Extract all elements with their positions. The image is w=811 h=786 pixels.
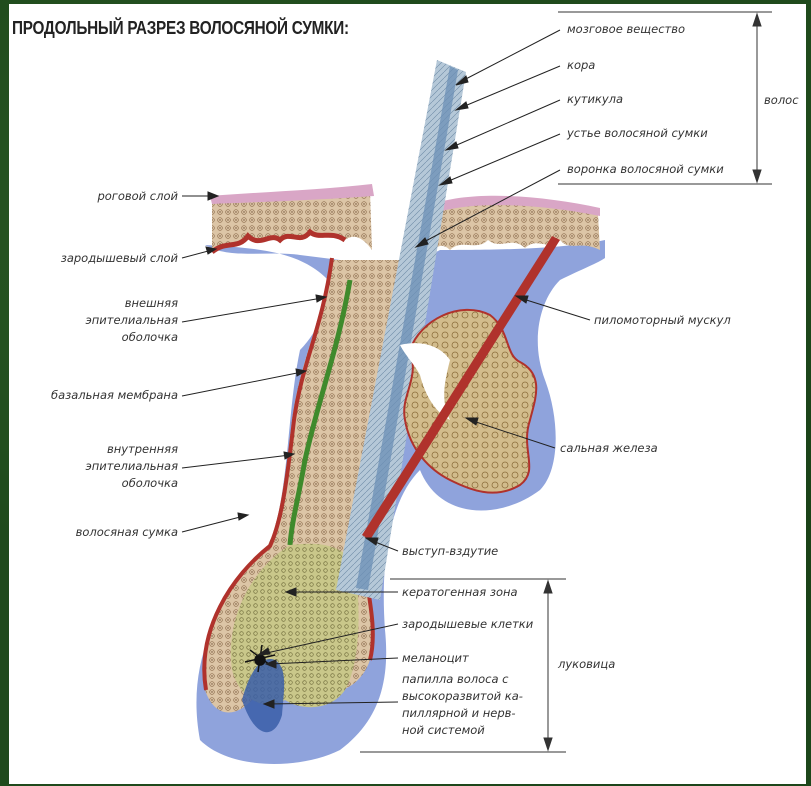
label-hair: волос: [764, 93, 799, 107]
label-keratogenous-zone: кератогенная зона: [402, 585, 518, 599]
label-inner-sheath: внутренняя эпителиальная оболочка: [40, 441, 178, 492]
label-medulla: мозговое вещество: [567, 22, 685, 36]
label-funnel: воронка волосяной сумки: [567, 162, 724, 176]
label-germinal-cells: зародышевые клетки: [402, 617, 533, 631]
label-bulge: выступ-вздутие: [402, 544, 498, 558]
label-sebaceous-gland: сальная железа: [560, 441, 658, 455]
label-cuticle: кутикула: [567, 92, 623, 106]
label-germinal-layer: зародышевый слой: [20, 251, 178, 265]
label-cortex: кора: [567, 58, 595, 72]
label-melanocyte: меланоцит: [402, 651, 469, 665]
diagram-title: ПРОДОЛЬНЫЙ РАЗРЕЗ ВОЛОСЯНОЙ СУМКИ:: [12, 18, 349, 39]
label-basal-membrane: базальная мембрана: [20, 388, 178, 402]
label-arrector-pili: пиломоторный мускул: [594, 313, 731, 327]
label-stratum-corneum: роговой слой: [40, 189, 178, 203]
label-orifice: устье волосяной сумки: [567, 126, 708, 140]
label-bulb: луковица: [558, 657, 615, 671]
label-papilla: папилла волоса с высокоразвитой ка- пилл…: [402, 671, 523, 739]
label-outer-sheath: внешняя эпителиальная оболочка: [40, 295, 178, 346]
label-follicle: волосяная сумка: [20, 525, 178, 539]
